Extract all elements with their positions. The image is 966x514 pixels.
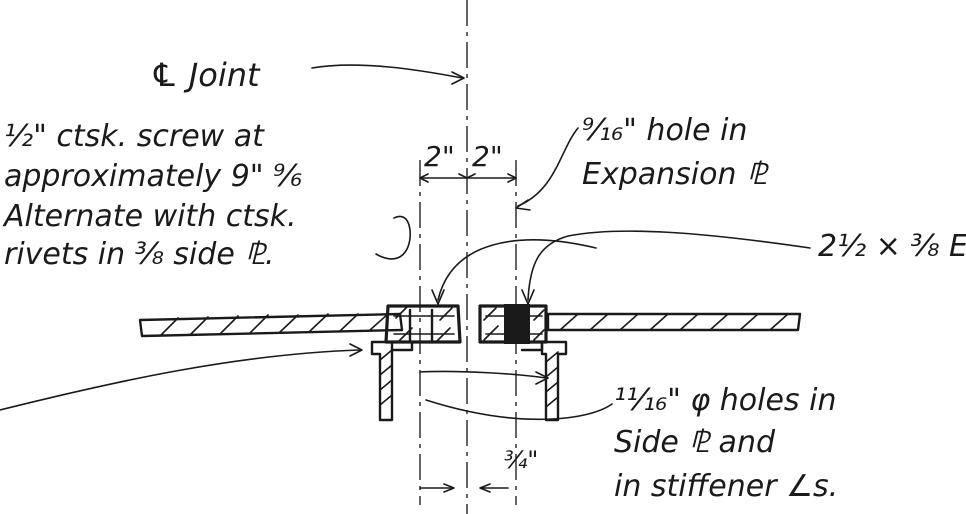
holes-leader-arrow	[349, 343, 363, 357]
left-stiffener-angle	[370, 340, 414, 422]
hole-leader-arrow	[515, 199, 531, 211]
screw-leader-2	[437, 239, 597, 301]
hole-note: ⁹⁄₁₆" hole in Expansion ⅊	[582, 113, 770, 192]
holes-leader	[0, 349, 361, 411]
joint-leader	[311, 64, 463, 79]
dimension-bottom-label: ¾"	[504, 446, 538, 474]
screw-note-line-3: Alternate with ctsk.	[2, 199, 297, 234]
bar-label: 2½ × ⅜ E	[818, 229, 966, 264]
holes-note-line-2: Side ⅊ and	[614, 425, 776, 460]
right-side-plate	[546, 312, 802, 332]
bar-leader	[527, 230, 811, 301]
holes-leader-3	[419, 370, 547, 379]
right-expansion-plate	[478, 304, 548, 344]
bar-leader-arrow	[521, 289, 535, 305]
hole-note-line-2: Expansion ⅊	[582, 157, 770, 192]
holes-note-line-3: in stiffener ∠s.	[614, 469, 838, 504]
joint-label: ℄ Joint	[150, 56, 261, 94]
right-stiffener-angle	[520, 340, 568, 422]
screw-note-line-1: ½" ctsk. screw at	[4, 119, 265, 154]
left-expansion-plate	[384, 304, 462, 344]
hole-note-line-1: ⁹⁄₁₆" hole in	[582, 113, 747, 148]
bottom-dimension	[419, 483, 509, 493]
holes-leader-2	[425, 399, 613, 421]
hole-leader	[517, 127, 579, 207]
left-side-plate	[138, 312, 404, 338]
holes-note-line-1: ¹¹⁄₁₆" φ holes in	[614, 383, 836, 418]
screw-note: ½" ctsk. screw at approximately 9" ⁹⁄₆ A…	[2, 119, 302, 272]
screw-leader	[375, 215, 411, 260]
screw-note-line-4: rivets in ⅜ side ⅊.	[4, 237, 274, 272]
screw-note-line-2: approximately 9" ⁹⁄₆	[4, 159, 302, 194]
top-dimension	[419, 173, 517, 183]
holes-leader-arrow-2	[535, 371, 549, 385]
dimension-left-label: 2"	[424, 140, 455, 173]
joint-leader-arrow	[451, 71, 465, 85]
screw-leader-arrow	[431, 289, 445, 305]
dimension-right-label: 2"	[472, 140, 503, 173]
holes-note: ¹¹⁄₁₆" φ holes in Side ⅊ and in stiffene…	[614, 383, 838, 504]
